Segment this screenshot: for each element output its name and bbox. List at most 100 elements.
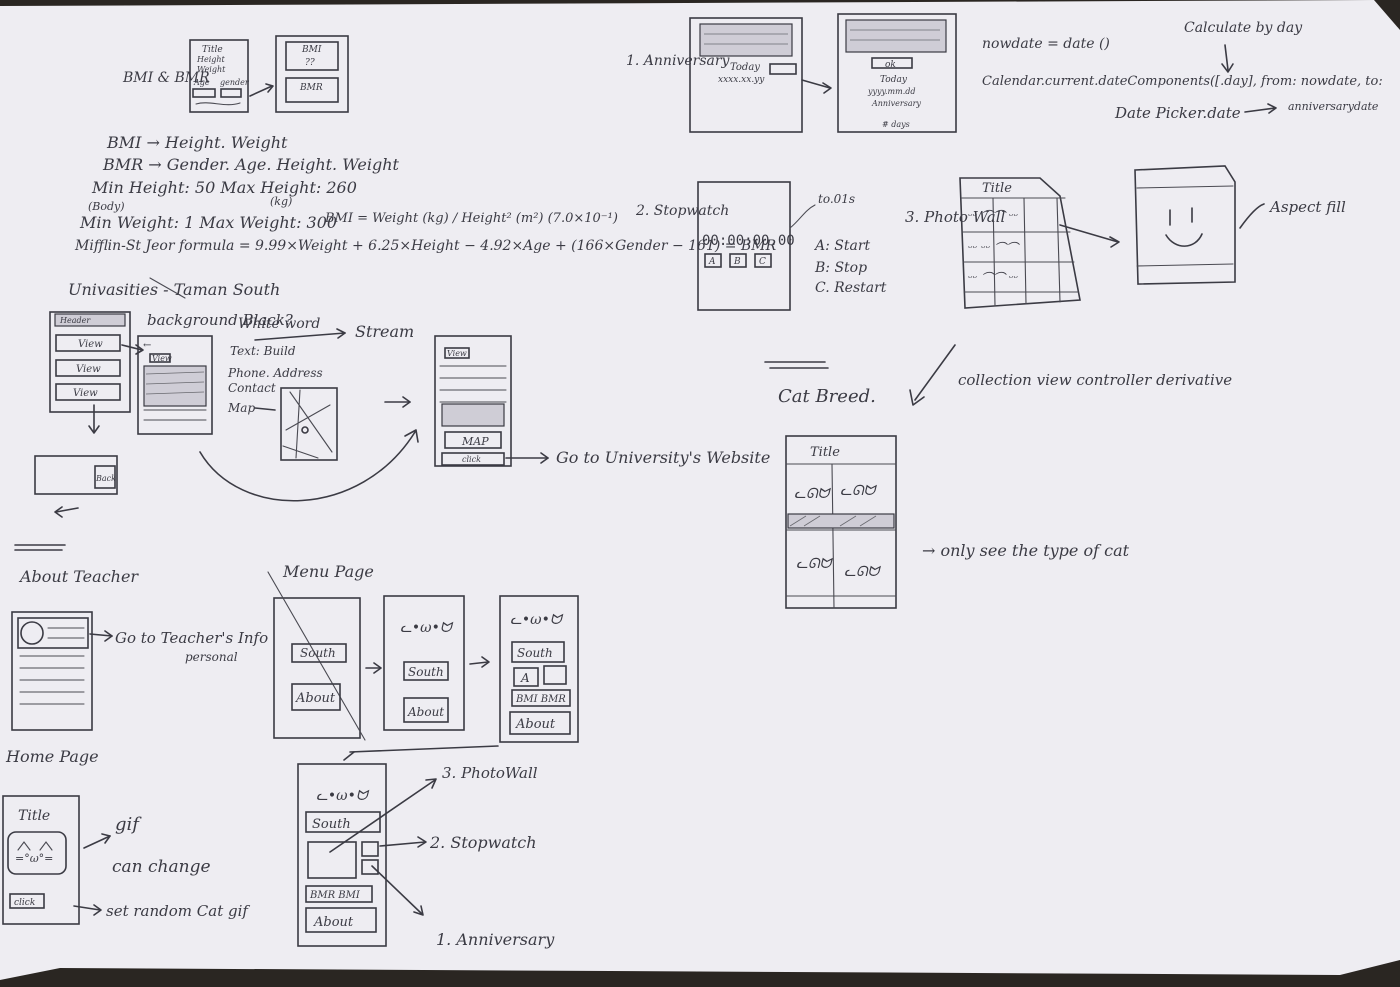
bmi-line-2: BMR → Gender. Age. Height. Weight xyxy=(102,155,399,174)
bmr-formula: Mifflin-St Jeor formula = 9.99×Weight + … xyxy=(74,238,777,254)
photowall-section: 3. Photo Wall Title ᵕᵕ ⌒⌒ ᵕᵕ ᵕᵕ ᵕᵕ ⌒⌒ ᵕᵕ… xyxy=(905,165,1346,406)
menu-a: A xyxy=(520,671,530,685)
stopwatch-legend-b: B: Stop xyxy=(814,260,867,276)
uni-note-phone: Phone. Address xyxy=(227,366,323,380)
nav-photowall: 3. PhotoWall xyxy=(442,764,538,782)
uni-note-bg: background Black? xyxy=(147,311,294,329)
uni-back-glyph: ← xyxy=(143,340,151,351)
stopwatch-label: 2. Stopwatch xyxy=(635,203,729,219)
bmi-section: BMI & BMR Title Height Weight Age gender… xyxy=(74,35,777,254)
anniv-ok-button: ok xyxy=(885,60,896,70)
cat-icon-2: ᓚᘏᗢ xyxy=(840,483,878,499)
anniv-today-2: Today xyxy=(880,75,908,85)
uni-view-1: View xyxy=(78,339,103,350)
bmi-phone-input xyxy=(189,39,249,113)
anniv-code-1: nowdate = date () xyxy=(982,36,1110,52)
uni-view-3: View xyxy=(73,388,98,399)
nav-south: South xyxy=(312,817,351,832)
bmi-mock-title: Title xyxy=(202,45,223,55)
catbreed-title: Title xyxy=(810,445,840,460)
photowall-face-3: ᵕᵕ ⌒⌒ ᵕᵕ xyxy=(968,271,1018,285)
bmi-mock-height: Height xyxy=(196,55,226,64)
nav-about: About xyxy=(313,915,354,930)
uni-list-phone xyxy=(49,311,131,413)
home-heading: Home Page xyxy=(5,747,99,766)
home-title: Title xyxy=(18,808,50,824)
teacher-personal: personal xyxy=(185,650,238,664)
teacher-section: About Teacher Go to Teacher's Info perso… xyxy=(11,544,268,731)
bmi-box-value: ?? xyxy=(305,58,315,68)
catbreed-phone xyxy=(785,435,897,609)
anniv-anniversary: Anniversary xyxy=(871,99,921,108)
universities-section: Univasities - Taman South Header View Vi… xyxy=(34,277,770,518)
home-gif: gif xyxy=(115,814,142,835)
home-cat-face: =°ω°= xyxy=(15,852,53,865)
uni-note-text: Text: Build xyxy=(230,344,296,358)
uni-goto-site: Go to University's Website xyxy=(556,448,770,467)
bmi-kg-note: (kg) xyxy=(270,195,292,208)
nav-stopwatch: 2. Stopwatch xyxy=(429,833,537,852)
photowall-face: ᵕᵕ ⌒⌒ ᵕᵕ xyxy=(968,209,1018,223)
stopwatch-legend-c: C. Restart xyxy=(815,280,887,296)
uni-final-view: View xyxy=(447,349,467,358)
uni-detail-view: View xyxy=(152,354,172,363)
anniversary-section: 1. Anniversary Today xxxx.xx.yy ok Today… xyxy=(626,13,1383,133)
cat-icon-4: ᓚᘏᗢ xyxy=(844,564,882,580)
bmi-line-4: Min Weight: 1 Max Weight: 300 xyxy=(79,213,337,232)
menu-phone-2 xyxy=(383,595,465,731)
bmi-heading: BMI & BMR xyxy=(122,70,210,86)
stopwatch-btn-c: C xyxy=(759,257,766,267)
cat-icon-3: ᓚᘏᗢ xyxy=(796,556,834,572)
uni-back-label: Back xyxy=(95,474,116,483)
uni-view-2: View xyxy=(76,364,101,375)
uni-click-button: click xyxy=(462,455,481,464)
uni-detail-phone xyxy=(137,335,213,435)
stopwatch-btn-a: A xyxy=(708,257,716,267)
uni-note-contact: Contact xyxy=(228,381,276,395)
home-section: Home Page Title =°ω°= click gif can chan… xyxy=(2,747,250,925)
menu-heading: Menu Page xyxy=(282,562,374,581)
photowall-detail xyxy=(1134,165,1236,285)
uni-note-stream: Stream xyxy=(355,322,414,341)
home-can-change: can change xyxy=(112,857,211,877)
menu-south-2: South xyxy=(408,665,444,679)
bmi-line-3: Min Height: 50 Max Height: 260 xyxy=(91,178,357,197)
anniv-calc-note: Calculate by day xyxy=(1184,20,1303,36)
uni-map-button: MAP xyxy=(461,435,489,448)
nav-section: ᓚ•ω•ᗢ South BMR BMI About 3. PhotoWall 2… xyxy=(297,763,555,949)
photowall-phone xyxy=(959,177,1081,309)
nav-cat: ᓚ•ω•ᗢ xyxy=(316,788,370,804)
teacher-heading: About Teacher xyxy=(18,567,139,586)
uni-final-phone xyxy=(434,335,512,467)
cat-icon-1: ᓚᘏᗢ xyxy=(794,486,832,502)
photowall-aspect: Aspect fill xyxy=(1268,198,1346,216)
menu-about-3: About xyxy=(515,717,556,732)
anniv-phone-2 xyxy=(837,13,957,133)
bmr-box-label: BMR xyxy=(299,83,323,93)
anniv-ymd: yyyy.mm.dd xyxy=(867,87,916,96)
bmi-mock-age: Age xyxy=(193,78,210,87)
stopwatch-section: 2. Stopwatch 00:00:00.00 A B C to.01s A:… xyxy=(635,181,887,311)
uni-note-white: White word xyxy=(238,316,320,332)
anniv-code-3: Date Picker.date xyxy=(1114,104,1241,122)
anniversary-label: 1. Anniversary xyxy=(626,53,731,69)
menu-about-2: About xyxy=(407,705,444,719)
menu-phone-1 xyxy=(273,597,361,739)
nav-anniversary: 1. Anniversary xyxy=(436,930,555,949)
universities-heading: Univasities - Taman South xyxy=(68,280,280,299)
anniv-today: Today xyxy=(730,62,760,73)
uni-map-sketch xyxy=(280,387,338,461)
bmi-mock-weight: Weight xyxy=(197,65,226,74)
anniv-date-var: anniversarydate xyxy=(1288,100,1379,113)
anniv-days: # days xyxy=(882,120,910,129)
nav-bmr: BMR BMI xyxy=(309,890,361,901)
stopwatch-note: to.01s xyxy=(818,192,855,206)
bmi-body-note: (Body) xyxy=(88,200,125,213)
photowall-label: 3. Photo Wall xyxy=(905,208,1006,226)
photowall-title: Title xyxy=(982,181,1012,196)
home-random: set random Cat gif xyxy=(106,902,250,920)
stopwatch-phone xyxy=(697,181,791,311)
